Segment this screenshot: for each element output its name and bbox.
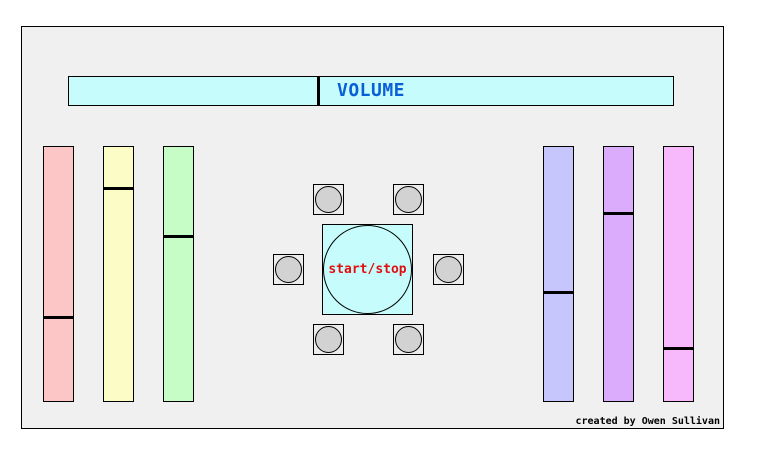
pad-circle — [395, 186, 422, 213]
corner-tick — [104, 146, 111, 147]
corner-tick — [164, 146, 171, 147]
credit-text: created by Owen Sullivan — [575, 416, 721, 427]
pad-bottom-right[interactable] — [393, 324, 424, 355]
fader-handle[interactable] — [544, 291, 573, 294]
synth-panel: VOLUME start/st — [21, 26, 724, 429]
corner-tick — [44, 146, 51, 147]
pad-circle — [435, 256, 462, 283]
pad-circle — [315, 326, 342, 353]
pad-top-right[interactable] — [393, 184, 424, 215]
volume-slider-handle[interactable] — [317, 77, 320, 105]
pad-circle — [395, 326, 422, 353]
fader-handle[interactable] — [44, 316, 73, 319]
corner-tick — [544, 146, 551, 147]
start-stop-button[interactable]: start/stop — [322, 224, 413, 315]
start-stop-circle — [323, 225, 412, 314]
pad-circle — [315, 186, 342, 213]
pad-bottom-left[interactable] — [313, 324, 344, 355]
fader-red[interactable] — [43, 146, 74, 402]
fader-handle[interactable] — [164, 235, 193, 238]
pad-top-left[interactable] — [313, 184, 344, 215]
fader-handle[interactable] — [664, 347, 693, 350]
start-stop-label: start/stop — [328, 262, 407, 277]
fader-purple[interactable] — [603, 146, 634, 402]
corner-tick — [323, 224, 330, 225]
corner-tick — [664, 146, 671, 147]
pad-middle-right[interactable] — [433, 254, 464, 285]
fader-green[interactable] — [163, 146, 194, 402]
pad-middle-left[interactable] — [273, 254, 304, 285]
fader-blue[interactable] — [543, 146, 574, 402]
volume-slider[interactable]: VOLUME — [68, 76, 674, 106]
pad-circle — [275, 256, 302, 283]
fader-handle[interactable] — [604, 212, 633, 215]
fader-handle[interactable] — [104, 187, 133, 190]
fader-pink[interactable] — [663, 146, 694, 402]
corner-tick — [69, 76, 76, 77]
corner-tick — [604, 146, 611, 147]
volume-label: VOLUME — [336, 80, 406, 101]
fader-yellow[interactable] — [103, 146, 134, 402]
